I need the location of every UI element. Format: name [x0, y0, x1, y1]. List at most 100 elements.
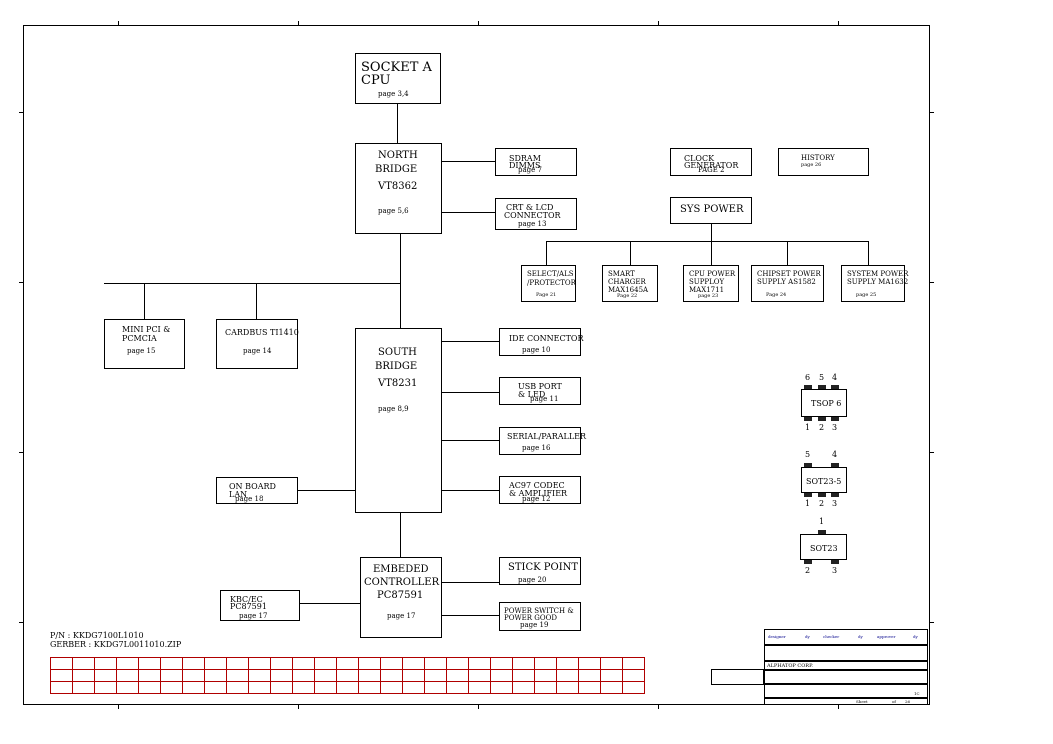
wire-power-cpu	[711, 241, 712, 266]
block-chip: PC87591	[377, 590, 424, 601]
block-title: POWER SWITCH &	[504, 607, 574, 615]
block-title: SOUTH	[378, 347, 417, 358]
block-page-ref: page 8,9	[378, 405, 409, 413]
wire-south-ac97	[441, 490, 500, 491]
block-page-ref: page 25	[856, 292, 877, 298]
block-page-ref: page 20	[518, 576, 547, 584]
block-subtitle: LAN	[229, 490, 248, 499]
block-subtitle: SUPPLY MA1632	[847, 278, 909, 286]
stick-point-block: STICK POINT page 20	[499, 557, 581, 585]
pin-number: 1	[805, 499, 811, 508]
usb-port-led-block: USB PORT & LED page 11	[499, 377, 581, 405]
package-pin	[818, 417, 826, 421]
revision-value: 1C	[914, 691, 920, 696]
ac97-codec-amplifier-block: AC97 CODEC & AMPLIFIER page 12	[499, 476, 581, 504]
smart-charger-block: SMART CHARGER MAX1645A Page 22	[602, 265, 658, 302]
approval-signatures	[764, 645, 928, 661]
block-page-ref: Page 21	[536, 292, 557, 298]
drawing-border	[23, 25, 930, 705]
border-tick	[19, 112, 23, 113]
pin-number: 1	[819, 517, 825, 526]
block-subtitle: POWER GOOD	[504, 614, 557, 622]
pin-number: 4	[832, 450, 838, 459]
package-pin	[804, 385, 812, 389]
border-tick	[298, 705, 299, 709]
block-page-ref: Page 24	[766, 292, 787, 298]
sot23-package: SOT23	[800, 534, 847, 560]
block-page-ref: page 18	[235, 495, 264, 503]
kbc-ec-block: KBC/EC PC87591 page 17	[220, 590, 300, 621]
border-tick	[930, 452, 934, 453]
north-bridge-block: NORTH BRIDGE VT8362 page 5,6	[355, 143, 442, 234]
block-title: SERIAL/PARALLER	[507, 432, 587, 441]
company-row: ALPHATOP CORP.	[764, 661, 928, 670]
block-page-ref: page 10	[522, 346, 551, 354]
package-label: SOT23-5	[806, 477, 842, 486]
block-page-ref: page 13	[518, 220, 547, 228]
clock-generator-block: CLOCK GENERATOR PAGE 2	[670, 148, 752, 176]
serial-parallel-block: SERIAL/PARALLER page 16	[499, 427, 586, 455]
border-tick	[930, 112, 934, 113]
block-subtitle: PCMCIA	[122, 334, 157, 343]
socket-a-cpu-block: SOCKET A CPU page 3,4	[355, 53, 441, 104]
pin-number: 2	[819, 499, 825, 508]
block-page-ref: page 11	[530, 395, 559, 403]
history-block: HISTORY page 26	[778, 148, 869, 176]
cpu-power-supply-block: CPU POWER SUPPLOY MAX1711 page 23	[683, 265, 739, 302]
package-pin	[831, 385, 839, 389]
package-label: TSOP 6	[811, 399, 842, 408]
block-title: EMBEDED	[373, 564, 429, 575]
wire-kbc-ec	[300, 603, 361, 604]
chipset-power-supply-block: CHIPSET POWER SUPPLY AS1582 Page 24	[751, 265, 824, 302]
embedded-controller-block: EMBEDED CONTROLLER PC87591 page 17	[360, 557, 442, 638]
block-subtitle: /PROTECTOR	[527, 279, 576, 287]
package-pin	[831, 560, 839, 564]
border-tick	[118, 21, 119, 25]
block-page-ref: page 7	[518, 166, 542, 174]
system-power-supply-block: SYSTEM POWER SUPPLY MA1632 page 25	[841, 265, 909, 302]
package-pin	[818, 530, 826, 534]
power-switch-good-block: POWER SWITCH & POWER GOOD page 19	[499, 602, 581, 631]
package-pin	[804, 417, 812, 421]
block-subtitle: DIMMS	[509, 161, 541, 170]
wire-south-serial	[441, 440, 500, 441]
pin-number: 3	[832, 423, 838, 432]
pin-number: 5	[819, 373, 825, 382]
block-title: CLOCK	[684, 154, 715, 163]
block-subtitle: BRIDGE	[375, 361, 418, 372]
header-approver: approver	[877, 634, 896, 639]
block-title: NORTH	[378, 150, 418, 161]
block-subtitle: GENERATOR	[684, 161, 739, 170]
border-tick	[298, 21, 299, 25]
block-title: ON BOARD	[229, 482, 276, 491]
border-tick	[930, 622, 934, 623]
package-pin	[831, 463, 839, 467]
block-title: CHIPSET POWER	[757, 270, 821, 278]
block-title: CARDBUS TI1410	[225, 328, 299, 337]
sdram-dimms-block: SDRAM DIMMS page 7	[495, 148, 577, 176]
header-checker: checker	[823, 634, 840, 639]
header-dy: dy	[913, 634, 918, 639]
block-title: AC97 CODEC	[509, 481, 565, 490]
block-page-ref: page 16	[522, 444, 551, 452]
block-title: SMART	[608, 270, 635, 278]
block-subtitle: SUPPLY AS1582	[757, 278, 816, 286]
border-tick	[19, 622, 23, 623]
block-title: SELECT/ALS	[527, 270, 574, 278]
header-dy: dy	[805, 634, 810, 639]
block-page-ref: page 14	[243, 347, 272, 355]
cardbus-block: CARDBUS TI1410 page 14	[216, 319, 299, 369]
sheet-total: 26	[905, 699, 911, 704]
block-subtitle: SUPPLOY	[689, 278, 725, 286]
border-tick	[930, 282, 934, 283]
block-title: MINI PCI &	[122, 325, 171, 334]
wire-power-bus	[546, 241, 869, 242]
title-side-box	[711, 669, 764, 685]
ide-connector-block: IDE CONNECTOR page 10	[499, 328, 584, 356]
package-pin	[804, 493, 812, 497]
block-page-ref: page 26	[801, 162, 822, 168]
pin-number: 4	[832, 373, 838, 382]
block-chip: MAX1711	[689, 286, 725, 294]
sys-power-block: SYS POWER	[670, 197, 752, 224]
block-page-ref: page 3,4	[378, 90, 409, 98]
